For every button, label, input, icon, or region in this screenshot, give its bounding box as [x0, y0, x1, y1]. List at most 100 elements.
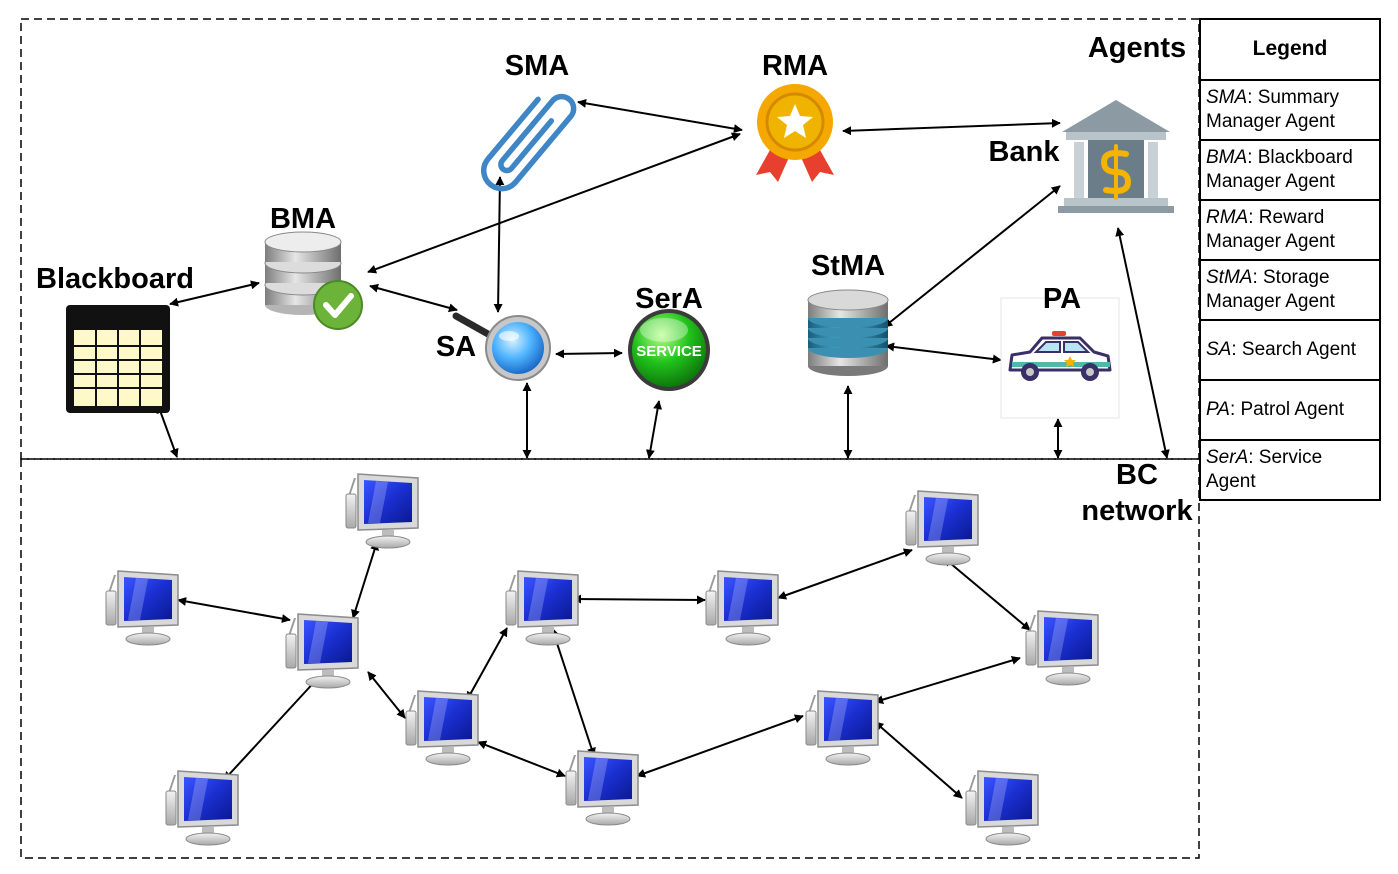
pa-agent: PA [1000, 283, 1120, 419]
edge-blackboard-bc [156, 404, 179, 458]
edge-sma-sa [493, 176, 505, 313]
patrol-car-icon [1008, 331, 1112, 381]
legend-entry-line1: StMA: Storage [1206, 267, 1330, 288]
computer-icon [345, 473, 419, 549]
service-badge-text: SERVICE [636, 343, 702, 360]
bank-icon [1058, 100, 1174, 213]
legend-entry-desc: : Patrol Agent [1230, 399, 1345, 420]
edge-rma-bank [842, 118, 1061, 136]
legend-row [1199, 199, 1381, 261]
legend-entry-abbr: SA [1206, 339, 1231, 360]
blackboard-label: Blackboard [36, 263, 194, 295]
computer-icon [1025, 610, 1099, 686]
pa-label: PA [1043, 283, 1081, 315]
edge-stma-pa [885, 342, 1002, 364]
bma-agent: BMA [264, 203, 363, 330]
net-edge-9 [777, 548, 913, 600]
computer-icon [965, 770, 1039, 846]
net-edge-4 [367, 671, 406, 719]
table-icon [66, 305, 170, 413]
computer-icon [285, 613, 359, 689]
edge-bma-sa [369, 283, 458, 313]
rma-label: RMA [762, 50, 828, 82]
database-check-icon [264, 231, 363, 330]
legend-entry-line2: Agent [1206, 471, 1256, 492]
net-edge-3 [223, 677, 319, 781]
net-edge-13 [874, 721, 963, 799]
legend-entry-abbr: PA [1206, 399, 1230, 420]
edge-stma-bank [883, 185, 1061, 328]
storage-stack-icon [807, 289, 889, 376]
edge-sera-bc [645, 400, 663, 459]
network-connections [177, 541, 1031, 799]
legend-entry-desc: : Summary [1247, 87, 1339, 108]
agents-region-label: Agents [1088, 32, 1186, 64]
paperclip-icon [481, 93, 577, 192]
sma-label: SMA [505, 50, 570, 82]
legend-entry-desc: : Service [1248, 447, 1322, 468]
legend-entry-line1: SerA: Service [1206, 447, 1322, 468]
bc-network-label-line2: network [1081, 495, 1193, 527]
legend-row [1199, 259, 1381, 321]
legend-entry-line1: RMA: Reward [1206, 207, 1324, 228]
legend-entry-line1: PA: Patrol Agent [1206, 399, 1345, 420]
net-edge-6 [572, 594, 706, 605]
legend-entry-abbr: SMA [1206, 87, 1247, 108]
bma-label: BMA [270, 203, 336, 235]
legend-row [1199, 139, 1381, 201]
sa-label: SA [436, 331, 476, 363]
computer-icon [405, 690, 479, 766]
legend-row [1199, 439, 1381, 501]
net-edge-1 [351, 541, 379, 619]
computer-icon [505, 570, 579, 646]
edge-blackboard-bma [169, 280, 260, 307]
legend-entry-abbr: RMA [1206, 207, 1248, 228]
legend-row [1199, 319, 1381, 381]
computer-icon [905, 490, 979, 566]
edge-bank-bc [1115, 227, 1170, 459]
legend-entry-line2: Manager Agent [1206, 111, 1336, 132]
computer-icon [105, 570, 179, 646]
net-edge-8 [477, 740, 566, 778]
legend-entry-desc: : Blackboard [1247, 147, 1353, 168]
legend-entry-line2: Manager Agent [1206, 171, 1336, 192]
net-edge-2 [177, 596, 291, 624]
sa-agent: SA [436, 312, 551, 381]
computer-icon [165, 770, 239, 846]
stma-agent: StMA [807, 250, 889, 376]
bank-agent: Bank [989, 100, 1174, 213]
edge-bma-rma [367, 132, 741, 274]
legend-entry-desc: : Search Agent [1231, 339, 1356, 360]
net-edge-12 [636, 714, 804, 778]
legend-entry-line1: BMA: Blackboard [1206, 147, 1353, 168]
agent-connections [156, 98, 1170, 459]
medal-icon [756, 84, 834, 182]
rma-agent: RMA [756, 50, 834, 182]
legend-header-cell [1199, 18, 1381, 81]
computer-icon [705, 570, 779, 646]
legend-entry-line2: Manager Agent [1206, 291, 1336, 312]
stma-label: StMA [811, 250, 885, 282]
legend-row [1199, 379, 1381, 441]
legend-entry-abbr: BMA [1206, 147, 1247, 168]
edge-sma-rma [577, 98, 743, 134]
legend-entry-line1: SA: Search Agent [1206, 339, 1357, 360]
bc-network-label-line1: BC [1116, 459, 1158, 491]
service-button-icon: SERVICE [628, 309, 710, 391]
network-nodes [105, 473, 1099, 846]
legend-entry-desc: : Reward [1248, 207, 1324, 228]
computer-icon [805, 690, 879, 766]
edge-sa-sera [555, 348, 623, 359]
legend-entry-abbr: StMA [1206, 267, 1252, 288]
magnifier-icon [452, 312, 551, 381]
blackboard-agent: Blackboard [36, 263, 194, 413]
legend-entry-abbr: SerA [1206, 447, 1248, 468]
legend-row [1199, 79, 1381, 141]
sera-agent: SerA SERVICE [628, 283, 710, 391]
legend-entry-desc: : Storage [1252, 267, 1329, 288]
computer-icon [565, 750, 639, 826]
net-edge-11 [874, 656, 1021, 704]
net-edge-5 [466, 627, 508, 701]
